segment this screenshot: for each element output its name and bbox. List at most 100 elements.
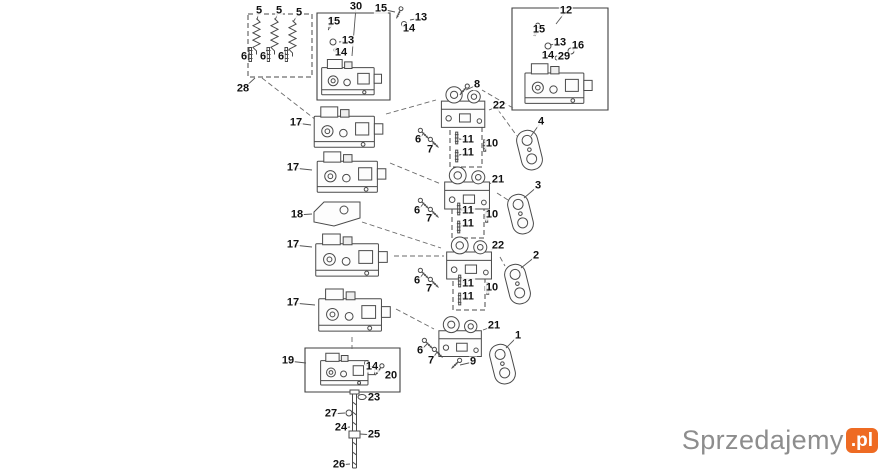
- part-callout-10: 10: [484, 208, 500, 221]
- valve-section-17-part: [315, 233, 388, 277]
- part-callout-5: 5: [274, 4, 284, 17]
- part-callout-29: 29: [556, 50, 572, 63]
- part-callout-14: 14: [401, 22, 417, 35]
- bracket-18-part: [314, 202, 360, 226]
- part-callout-24: 24: [333, 421, 349, 434]
- part-callout-3: 3: [533, 179, 543, 192]
- watermark: Sprzedajemy.pl: [682, 425, 878, 456]
- detent-pin-part: [454, 131, 459, 145]
- part-callout-17: 17: [285, 296, 301, 309]
- gasket-plate-1-part: [486, 341, 519, 387]
- washer-27-part: [346, 410, 352, 416]
- detent-pin-part: [454, 149, 459, 163]
- part-callout-4: 4: [536, 115, 546, 128]
- watermark-tld-badge: .pl: [845, 428, 878, 453]
- spring-part: [288, 20, 297, 57]
- part-callout-2: 2: [531, 249, 541, 262]
- part-callout-14: 14: [364, 360, 380, 373]
- coupler-body-part: [438, 316, 482, 357]
- part-callout-13: 13: [413, 11, 429, 24]
- part-callout-18: 18: [289, 208, 305, 221]
- threaded-rod-26-part: [350, 390, 359, 468]
- o-ring-23-part: [358, 395, 366, 400]
- part-callout-22: 22: [490, 239, 506, 252]
- coupler-body-part: [444, 166, 490, 210]
- bolt-part: [394, 5, 404, 20]
- part-callout-11: 11: [461, 146, 475, 159]
- part-callout-21: 21: [486, 319, 502, 332]
- part-callout-11: 11: [461, 133, 475, 146]
- part-callout-13: 13: [340, 34, 356, 47]
- part-callout-10: 10: [484, 281, 500, 294]
- bolt-9-part: [449, 357, 463, 371]
- guide-pin-part: [247, 46, 253, 63]
- part-callout-7: 7: [426, 354, 436, 367]
- valve-section-part: [321, 59, 382, 96]
- detent-pin-part: [456, 202, 461, 216]
- part-callout-6: 6: [276, 50, 286, 63]
- spring-part: [270, 18, 279, 55]
- part-callout-16: 16: [570, 39, 586, 52]
- part-callout-1: 1: [513, 329, 523, 342]
- part-callout-12: 12: [558, 4, 574, 17]
- part-callout-6: 6: [258, 50, 268, 63]
- part-callout-9: 9: [468, 355, 478, 368]
- gasket-plate-2-part: [501, 261, 534, 307]
- part-callout-23: 23: [366, 391, 382, 404]
- part-callout-30: 30: [348, 0, 364, 13]
- part-callout-10: 10: [484, 137, 500, 150]
- coupler-body-part: [440, 86, 486, 128]
- part-callout-5: 5: [294, 6, 304, 19]
- part-callout-25: 25: [366, 428, 382, 441]
- part-callout-6: 6: [239, 50, 249, 63]
- gasket-plate-3-part: [504, 191, 537, 237]
- valve-section-17-part: [316, 151, 387, 193]
- spring-part: [252, 18, 261, 55]
- gasket-plate-4-part: [513, 127, 546, 173]
- part-callout-7: 7: [424, 282, 434, 295]
- part-callout-6: 6: [415, 344, 425, 357]
- coupler-body-part: [446, 236, 492, 280]
- group-parts: [247, 5, 593, 468]
- group-axis-lines: [262, 78, 517, 349]
- part-callout-5: 5: [254, 4, 264, 17]
- part-callout-17: 17: [285, 238, 301, 251]
- part-callout-11: 11: [461, 290, 475, 303]
- part-callout-26: 26: [331, 458, 347, 471]
- part-callout-7: 7: [424, 212, 434, 225]
- part-callout-28: 28: [235, 82, 251, 95]
- part-callout-17: 17: [288, 116, 304, 129]
- leader-line: [352, 7, 356, 56]
- part-callout-6: 6: [412, 204, 422, 217]
- part-callout-27: 27: [323, 407, 339, 420]
- part-callout-19: 19: [280, 354, 296, 367]
- part-callout-15: 15: [373, 2, 389, 15]
- valve-section-part: [524, 63, 593, 104]
- part-callout-14: 14: [333, 46, 349, 59]
- part-callout-22: 22: [491, 99, 507, 112]
- part-callout-14: 14: [540, 49, 556, 62]
- part-callout-21: 21: [490, 173, 506, 186]
- nut-25-part: [349, 431, 360, 438]
- part-callout-8: 8: [472, 78, 482, 91]
- part-callout-11: 11: [461, 204, 475, 217]
- detent-pin-part: [456, 220, 461, 234]
- part-callout-7: 7: [425, 143, 435, 156]
- part-callout-11: 11: [461, 217, 475, 230]
- watermark-site-text: Sprzedajemy: [681, 425, 844, 455]
- washer-part: [545, 43, 551, 49]
- part-callout-6: 6: [412, 274, 422, 287]
- part-callout-13: 13: [552, 36, 568, 49]
- assembly-box-30: [317, 13, 390, 100]
- part-callout-11: 11: [461, 277, 475, 290]
- part-callout-15: 15: [531, 23, 547, 36]
- part-callout-17: 17: [285, 161, 301, 174]
- part-callout-15: 15: [326, 15, 342, 28]
- valve-section-17-part: [313, 106, 384, 148]
- valve-section-17-part: [318, 288, 391, 332]
- part-callout-6: 6: [413, 133, 423, 146]
- group-boxes: [248, 8, 608, 392]
- part-callout-20: 20: [383, 369, 399, 382]
